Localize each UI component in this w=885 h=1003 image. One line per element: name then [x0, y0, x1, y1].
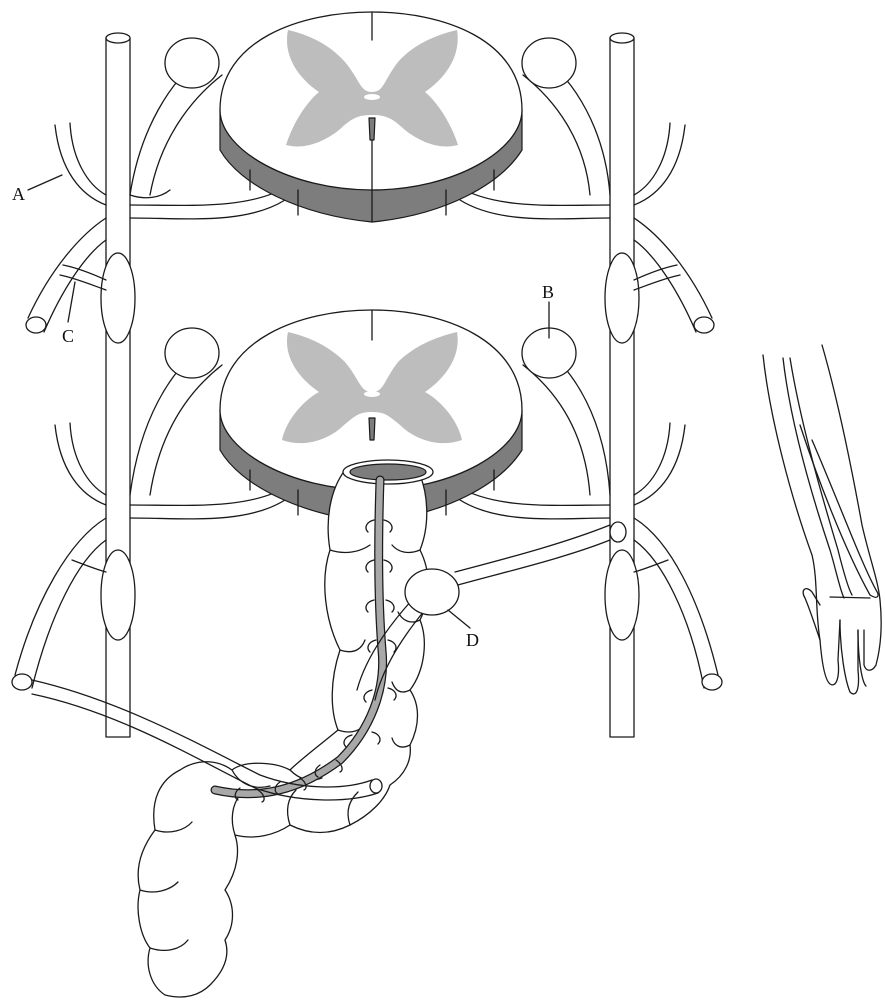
label-a-group: A	[12, 175, 62, 204]
upper-spinal-cord	[220, 12, 522, 222]
left-sympathetic-chain	[101, 33, 135, 737]
upper-right-dorsal-root-ganglion	[522, 38, 576, 88]
label-a: A	[12, 184, 25, 204]
left-ganglion-upper	[101, 253, 135, 343]
label-d-group: D	[448, 610, 479, 650]
right-ganglion-lower	[605, 550, 639, 640]
colon	[138, 460, 433, 997]
right-ganglion-upper	[605, 253, 639, 343]
left-ganglion-lower	[101, 550, 135, 640]
prevertebral-ganglion	[405, 569, 459, 615]
lower-left-dorsal-root-ganglion	[165, 328, 219, 378]
label-d: D	[466, 630, 479, 650]
upper-left-dorsal-root-ganglion	[165, 38, 219, 88]
right-sympathetic-chain	[605, 33, 639, 737]
label-c: C	[62, 326, 74, 346]
label-b: B	[542, 282, 554, 302]
forearm-hand-inset	[763, 345, 881, 694]
